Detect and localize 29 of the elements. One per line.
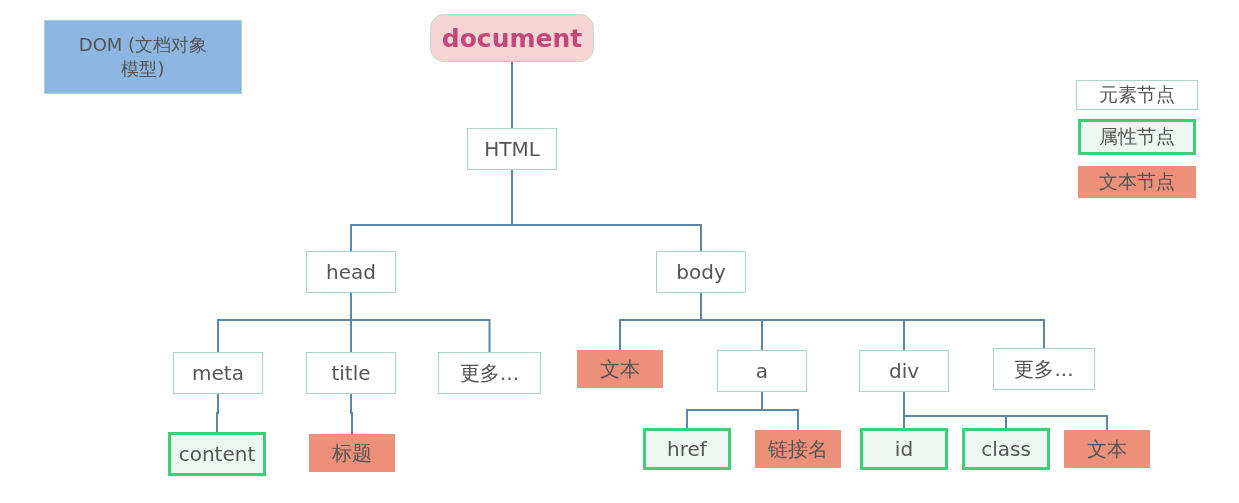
element-node: a (717, 350, 807, 392)
legend-item: 属性节点 (1078, 119, 1196, 155)
connector-line (511, 61, 513, 129)
connector-line (761, 391, 799, 431)
element-node: head (306, 251, 396, 293)
connector-line (350, 393, 353, 435)
attribute-node: content (168, 432, 266, 476)
text-node: 标题 (309, 434, 395, 472)
legend-item: 文本节点 (1078, 166, 1196, 198)
connector-line (903, 391, 1108, 431)
connector-line (511, 169, 702, 252)
element-node: 更多... (438, 352, 541, 394)
attribute-node: id (860, 428, 948, 470)
element-node: div (859, 350, 949, 392)
connector-line (350, 292, 491, 353)
element-node: title (306, 352, 396, 394)
element-node: body (656, 251, 746, 293)
title-box: DOM (文档对象模型) (44, 20, 242, 94)
legend-item: 元素节点 (1076, 80, 1198, 110)
element-node: HTML (467, 128, 557, 170)
element-node: meta (173, 352, 263, 394)
text-node: 链接名 (755, 430, 841, 468)
attribute-node: href (643, 428, 731, 470)
element-node: 更多... (993, 348, 1095, 390)
root-node: document (430, 14, 594, 62)
text-node: 文本 (577, 350, 663, 388)
attribute-node: class (962, 428, 1050, 470)
text-node: 文本 (1064, 430, 1150, 468)
connector-line (216, 393, 219, 433)
